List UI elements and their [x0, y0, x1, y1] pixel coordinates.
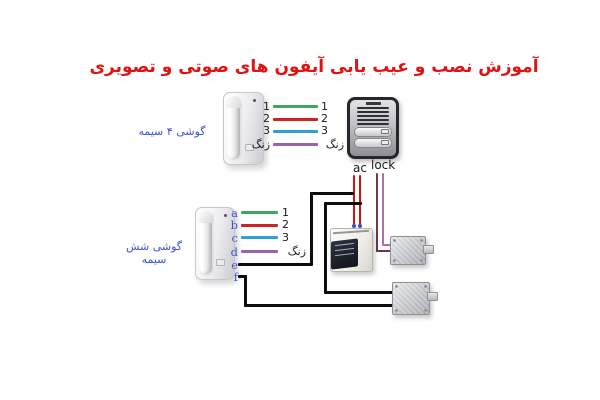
lock-screw — [424, 285, 427, 288]
lock-terminal-label: lock — [371, 158, 396, 172]
wire-label: زنگ — [251, 138, 270, 151]
lock-wire-outer-v — [376, 173, 378, 252]
speaker-grille — [350, 107, 396, 125]
ac-wire-2 — [359, 175, 361, 225]
lock-wire-inner-h — [382, 244, 394, 246]
electric-lock-lower — [392, 282, 438, 315]
wire-2-red — [273, 118, 318, 121]
wire-label: زنگ — [287, 245, 306, 258]
wire-ac2-vertical — [324, 202, 327, 294]
handset-receiver — [198, 211, 214, 274]
wire-f-to-lock — [244, 304, 394, 307]
wire-label: 2 — [282, 218, 289, 231]
wire-f-vertical — [244, 275, 247, 307]
lock-screw — [420, 259, 423, 262]
wire-a-green — [241, 211, 278, 214]
door-station-nameplate — [365, 102, 381, 105]
ac-connector-tip — [358, 224, 362, 228]
wire-f-stub — [238, 275, 247, 278]
handset6-label: گوشی شش سیمه — [125, 240, 183, 266]
terminal-letter: d — [230, 245, 238, 259]
wire-label: 1 — [263, 100, 270, 113]
wire-e-horizontal — [238, 263, 312, 266]
call-button — [381, 129, 389, 134]
lock-wire-outer-h — [376, 250, 393, 252]
terminal-letter: c — [231, 231, 238, 245]
wire-label: 2 — [263, 112, 270, 125]
lock-screw — [424, 309, 427, 312]
door-station — [347, 97, 399, 159]
call-button-row — [355, 128, 391, 136]
lock-screw — [393, 239, 396, 242]
power-supply-label-panel — [331, 238, 358, 270]
page-title: آموزش نصب و عیب یابی آیفون های صوتی و تص… — [89, 57, 539, 77]
wire-label: زنگ — [325, 138, 344, 151]
lock-wire-inner-v — [382, 173, 384, 246]
door-station-face — [350, 100, 396, 156]
ac-connector-tip — [352, 224, 356, 228]
wire-3-blue — [273, 130, 318, 133]
audio-handset-4wire — [223, 92, 264, 165]
handset-button — [216, 259, 225, 266]
lock-screw — [395, 285, 398, 288]
electric-lock-upper — [390, 236, 434, 265]
wire-label: 3 — [263, 124, 270, 137]
lock-screw — [395, 309, 398, 312]
lock-latch — [423, 245, 434, 255]
wire-ac2-to-lock — [324, 291, 393, 294]
wire-c-blue — [241, 236, 278, 239]
handset-receiver — [226, 96, 242, 159]
wire-1-green — [273, 105, 318, 108]
handset-mic-hole — [253, 99, 256, 102]
call-button — [381, 140, 389, 145]
wire-b-red — [241, 224, 278, 227]
wire-label: 1 — [321, 100, 328, 113]
terminal-letter: b — [230, 218, 238, 232]
wire-d-purple — [241, 250, 278, 253]
terminal-letter: f — [233, 270, 238, 284]
wire-ac2-horizontal — [324, 202, 362, 205]
lock-screw — [420, 239, 423, 242]
wire-label: 3 — [321, 124, 328, 137]
audio-handset-6wire — [195, 207, 235, 280]
wire-label: 2 — [321, 112, 328, 125]
handset-mic-hole — [224, 214, 227, 217]
wire-e-to-ac — [310, 192, 354, 195]
handset4-label: گوشی ۴ سیمه — [138, 125, 206, 138]
wire-e-vertical — [310, 192, 313, 266]
power-supply — [330, 228, 373, 272]
wire-bell-purple — [273, 143, 318, 146]
terminal-letter: e — [231, 258, 238, 272]
wire-label: 3 — [282, 231, 289, 244]
lock-latch — [427, 292, 438, 302]
ac-wire-1 — [353, 175, 355, 225]
lock-screw — [393, 259, 396, 262]
call-button-row — [355, 139, 391, 147]
handset-button — [245, 144, 254, 151]
wire-label: 1 — [282, 206, 289, 219]
ac-terminal-label: ac — [353, 161, 367, 175]
terminal-letter: a — [231, 206, 238, 220]
